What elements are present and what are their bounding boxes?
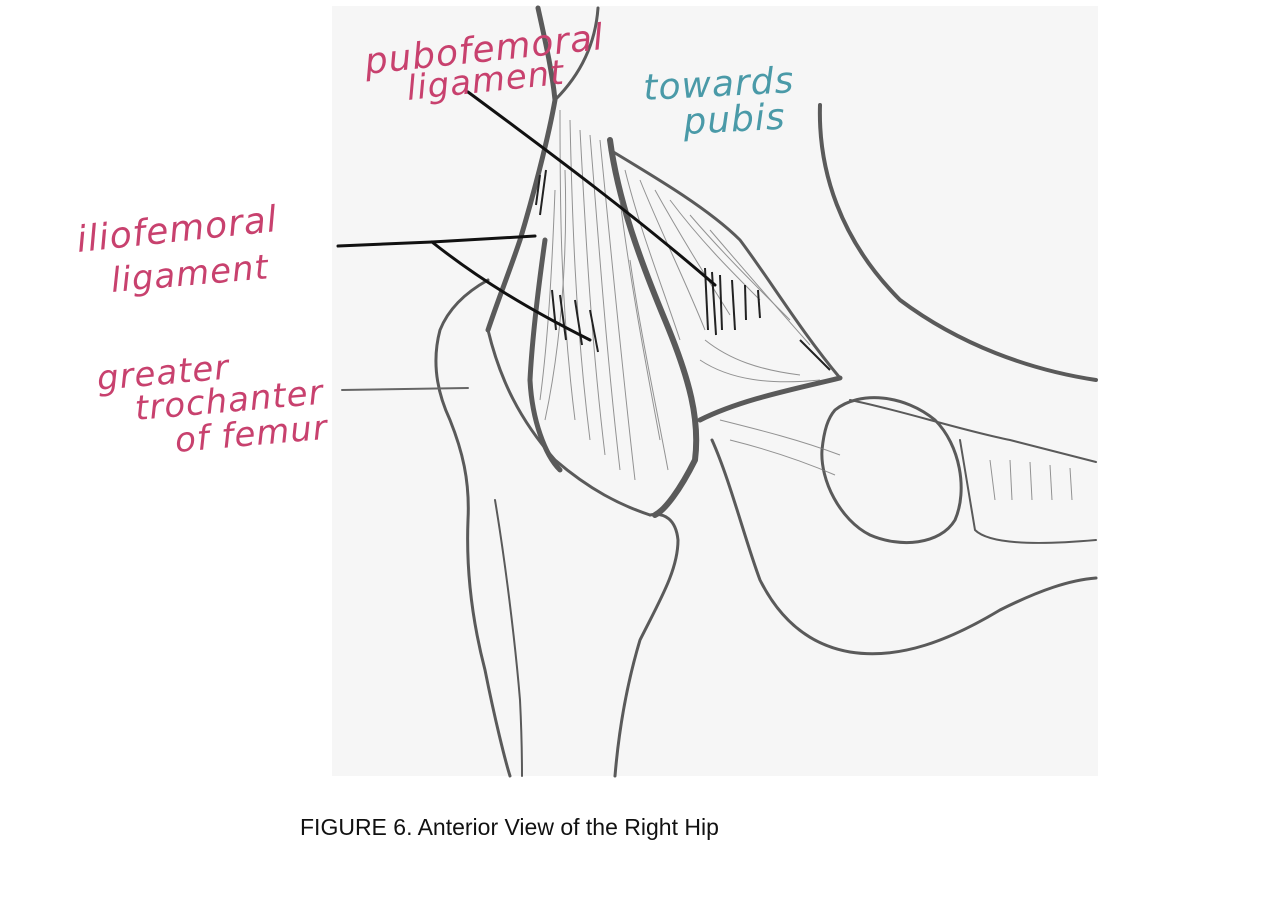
obturator-foramen — [820, 396, 963, 545]
femur-shaft-right — [613, 512, 680, 778]
ligament-fibers — [539, 109, 1073, 501]
pubic-ramus-inner — [959, 439, 1097, 544]
ilium-upper-curve — [553, 6, 600, 102]
figure-caption: FIGURE 6. Anterior View of the Right Hip — [300, 814, 719, 840]
greater-trochanter-outline — [434, 278, 512, 778]
capsule-right-edge — [608, 148, 842, 380]
iliofemoral-pointer-line-lower — [430, 240, 592, 342]
iliofemoral-label-line2: ligament — [109, 247, 271, 301]
towards-pubis-label-line1: towards — [642, 60, 795, 109]
intertrochanteric-line — [697, 375, 843, 423]
hip-drawing — [434, 5, 1098, 778]
towards-pubis-label-line2: pubis — [681, 97, 786, 143]
trochanter-inner-curve — [486, 328, 652, 517]
ischial-ramus — [710, 438, 1098, 656]
drawing-background — [332, 6, 1098, 776]
ilium-left-edge — [485, 5, 558, 333]
pelvic-brim-arc — [817, 103, 1098, 382]
femur-shaft-left — [494, 499, 523, 777]
ligament-central-band — [607, 137, 700, 518]
greater-trochanter-pointer-line — [341, 387, 469, 391]
pointer-lines — [336, 90, 717, 391]
pubic-ramus-upper — [849, 399, 1097, 463]
pubofemoral-pointer-line — [466, 90, 717, 287]
